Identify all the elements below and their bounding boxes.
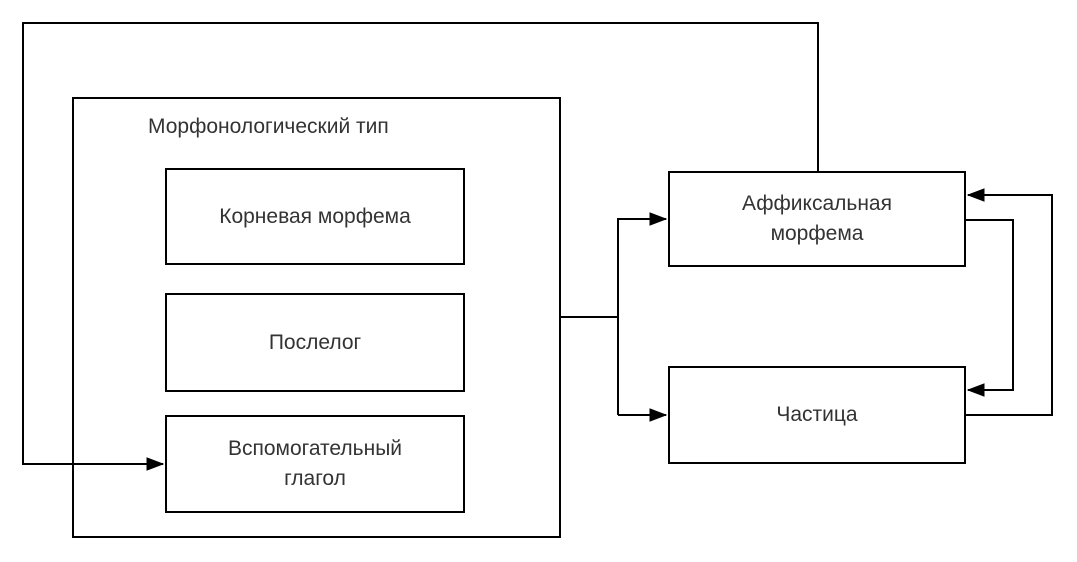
node-postposition-label: Послелог (268, 330, 362, 354)
node-affixal-morpheme-label: Аффиксальная морфема (742, 192, 892, 245)
edge-particle-to-affixal (964, 195, 1053, 416)
node-root-morpheme-label: Корневая морфема (219, 204, 411, 228)
node-particle-label: Частица (776, 403, 858, 426)
edge-affixal-to-particle (964, 219, 1014, 390)
node-postposition: Послелог (165, 293, 465, 392)
edge-group-to-affixal (617, 219, 666, 415)
node-root-morpheme: Корневая морфема (165, 168, 465, 265)
node-affixal-morpheme: Аффиксальная морфема (668, 171, 966, 267)
node-auxiliary-verb: Вспомогательный глагол (165, 415, 465, 513)
group-title: Морфонологический тип (148, 115, 389, 138)
node-auxiliary-verb-label: Вспомогательный глагол (227, 437, 403, 490)
node-particle: Частица (668, 366, 966, 464)
